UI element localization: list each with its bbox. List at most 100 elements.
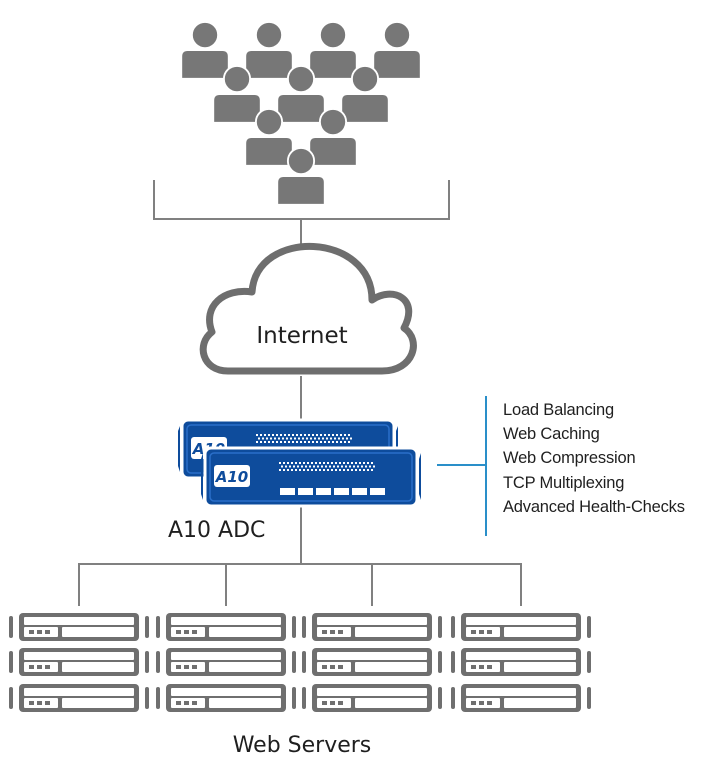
vent-dot [333,465,335,468]
vent-dot [351,462,353,464]
vent-dot [282,437,284,440]
vent-dot [294,437,296,440]
vent-dot [365,465,367,468]
vent-dot [310,437,312,440]
vent-dot [305,465,307,468]
vent-dot [268,441,270,443]
feature-item: Advanced Health-Checks [503,497,685,516]
vent-dot [280,434,282,436]
vent-dot [328,441,330,443]
vent-dot [287,469,289,471]
feature-item: Load Balancing [503,401,614,419]
vent-dot [315,469,317,471]
web-server-icon [156,648,296,676]
vent-dot [288,441,290,443]
port-icon [316,488,331,495]
web-server-icon [156,684,296,712]
adc-front-logo: A10 [214,465,250,487]
vent-dot [319,462,321,464]
web-server-icon [302,648,442,676]
vent-dot [363,462,365,464]
vent-dot [336,434,338,436]
vent-dot [331,469,333,471]
vent-dot [367,462,369,464]
web-server-icon [9,613,149,641]
vent-dot [339,462,341,464]
vent-dot [311,462,313,464]
vent-dot [337,465,339,468]
vent-dot [332,441,334,443]
vent-dot [313,465,315,468]
vent-dot [283,469,285,471]
web-server-icon [156,613,296,641]
web-server-icon [9,648,149,676]
adc-label: A10 ADC [168,518,266,543]
vent-dot [302,437,304,440]
vent-dot [292,434,294,436]
adc-feature-list: Load Balancing Web Caching Web Compressi… [503,398,685,519]
vent-dot [292,441,294,443]
vent-dot [348,434,350,436]
vent-dot [343,462,345,464]
vent-dot [329,465,331,468]
adc-front-vent-grid [279,462,375,471]
vent-dot [300,434,302,436]
vent-dot [312,434,314,436]
web-server-icon [302,613,442,641]
vent-dot [272,434,274,436]
vent-dot [355,462,357,464]
svg-text:A10: A10 [215,468,248,486]
vent-dot [321,465,323,468]
vent-dot [322,437,324,440]
port-icon [352,488,367,495]
vent-dot [345,465,347,468]
servers-bus-line [78,563,522,606]
vent-dot [289,465,291,468]
adc-unit-front: A10 [201,446,421,508]
vent-dot [338,437,340,440]
web-servers-label: Web Servers [232,733,372,758]
vent-dot [288,434,290,436]
vent-dot [291,462,293,464]
a10-adc-appliance: A10 A10 [178,418,421,508]
port-icon [280,488,295,495]
vent-dot [258,437,260,440]
adc-back-vent-grid [256,434,352,443]
vent-dot [367,469,369,471]
vent-dot [262,437,264,440]
port-icon [334,488,349,495]
vent-dot [314,437,316,440]
vent-dot [311,469,313,471]
vent-dot [304,441,306,443]
vent-dot [317,465,319,468]
vent-dot [324,441,326,443]
vent-dot [295,462,297,464]
vent-dot [308,441,310,443]
web-server-grid [9,613,591,712]
vent-dot [320,441,322,443]
feature-connector [437,396,487,536]
feature-item: Web Caching [503,425,600,444]
vent-dot [332,434,334,436]
vent-dot [296,441,298,443]
vent-dot [316,434,318,436]
vent-dot [334,437,336,440]
vent-dot [340,434,342,436]
vent-dot [296,434,298,436]
vent-dot [266,437,268,440]
vent-dot [280,441,282,443]
internet-label: Internet [256,323,348,349]
vent-dot [295,469,297,471]
vent-dot [285,465,287,468]
vent-dot [279,469,281,471]
vent-dot [309,465,311,468]
vent-dot [357,465,359,468]
vent-dot [336,441,338,443]
vent-dot [335,462,337,464]
vent-dot [270,437,272,440]
vent-dot [320,434,322,436]
vent-dot [363,469,365,471]
vent-dot [335,469,337,471]
web-server-icon [451,613,591,641]
vent-dot [323,469,325,471]
